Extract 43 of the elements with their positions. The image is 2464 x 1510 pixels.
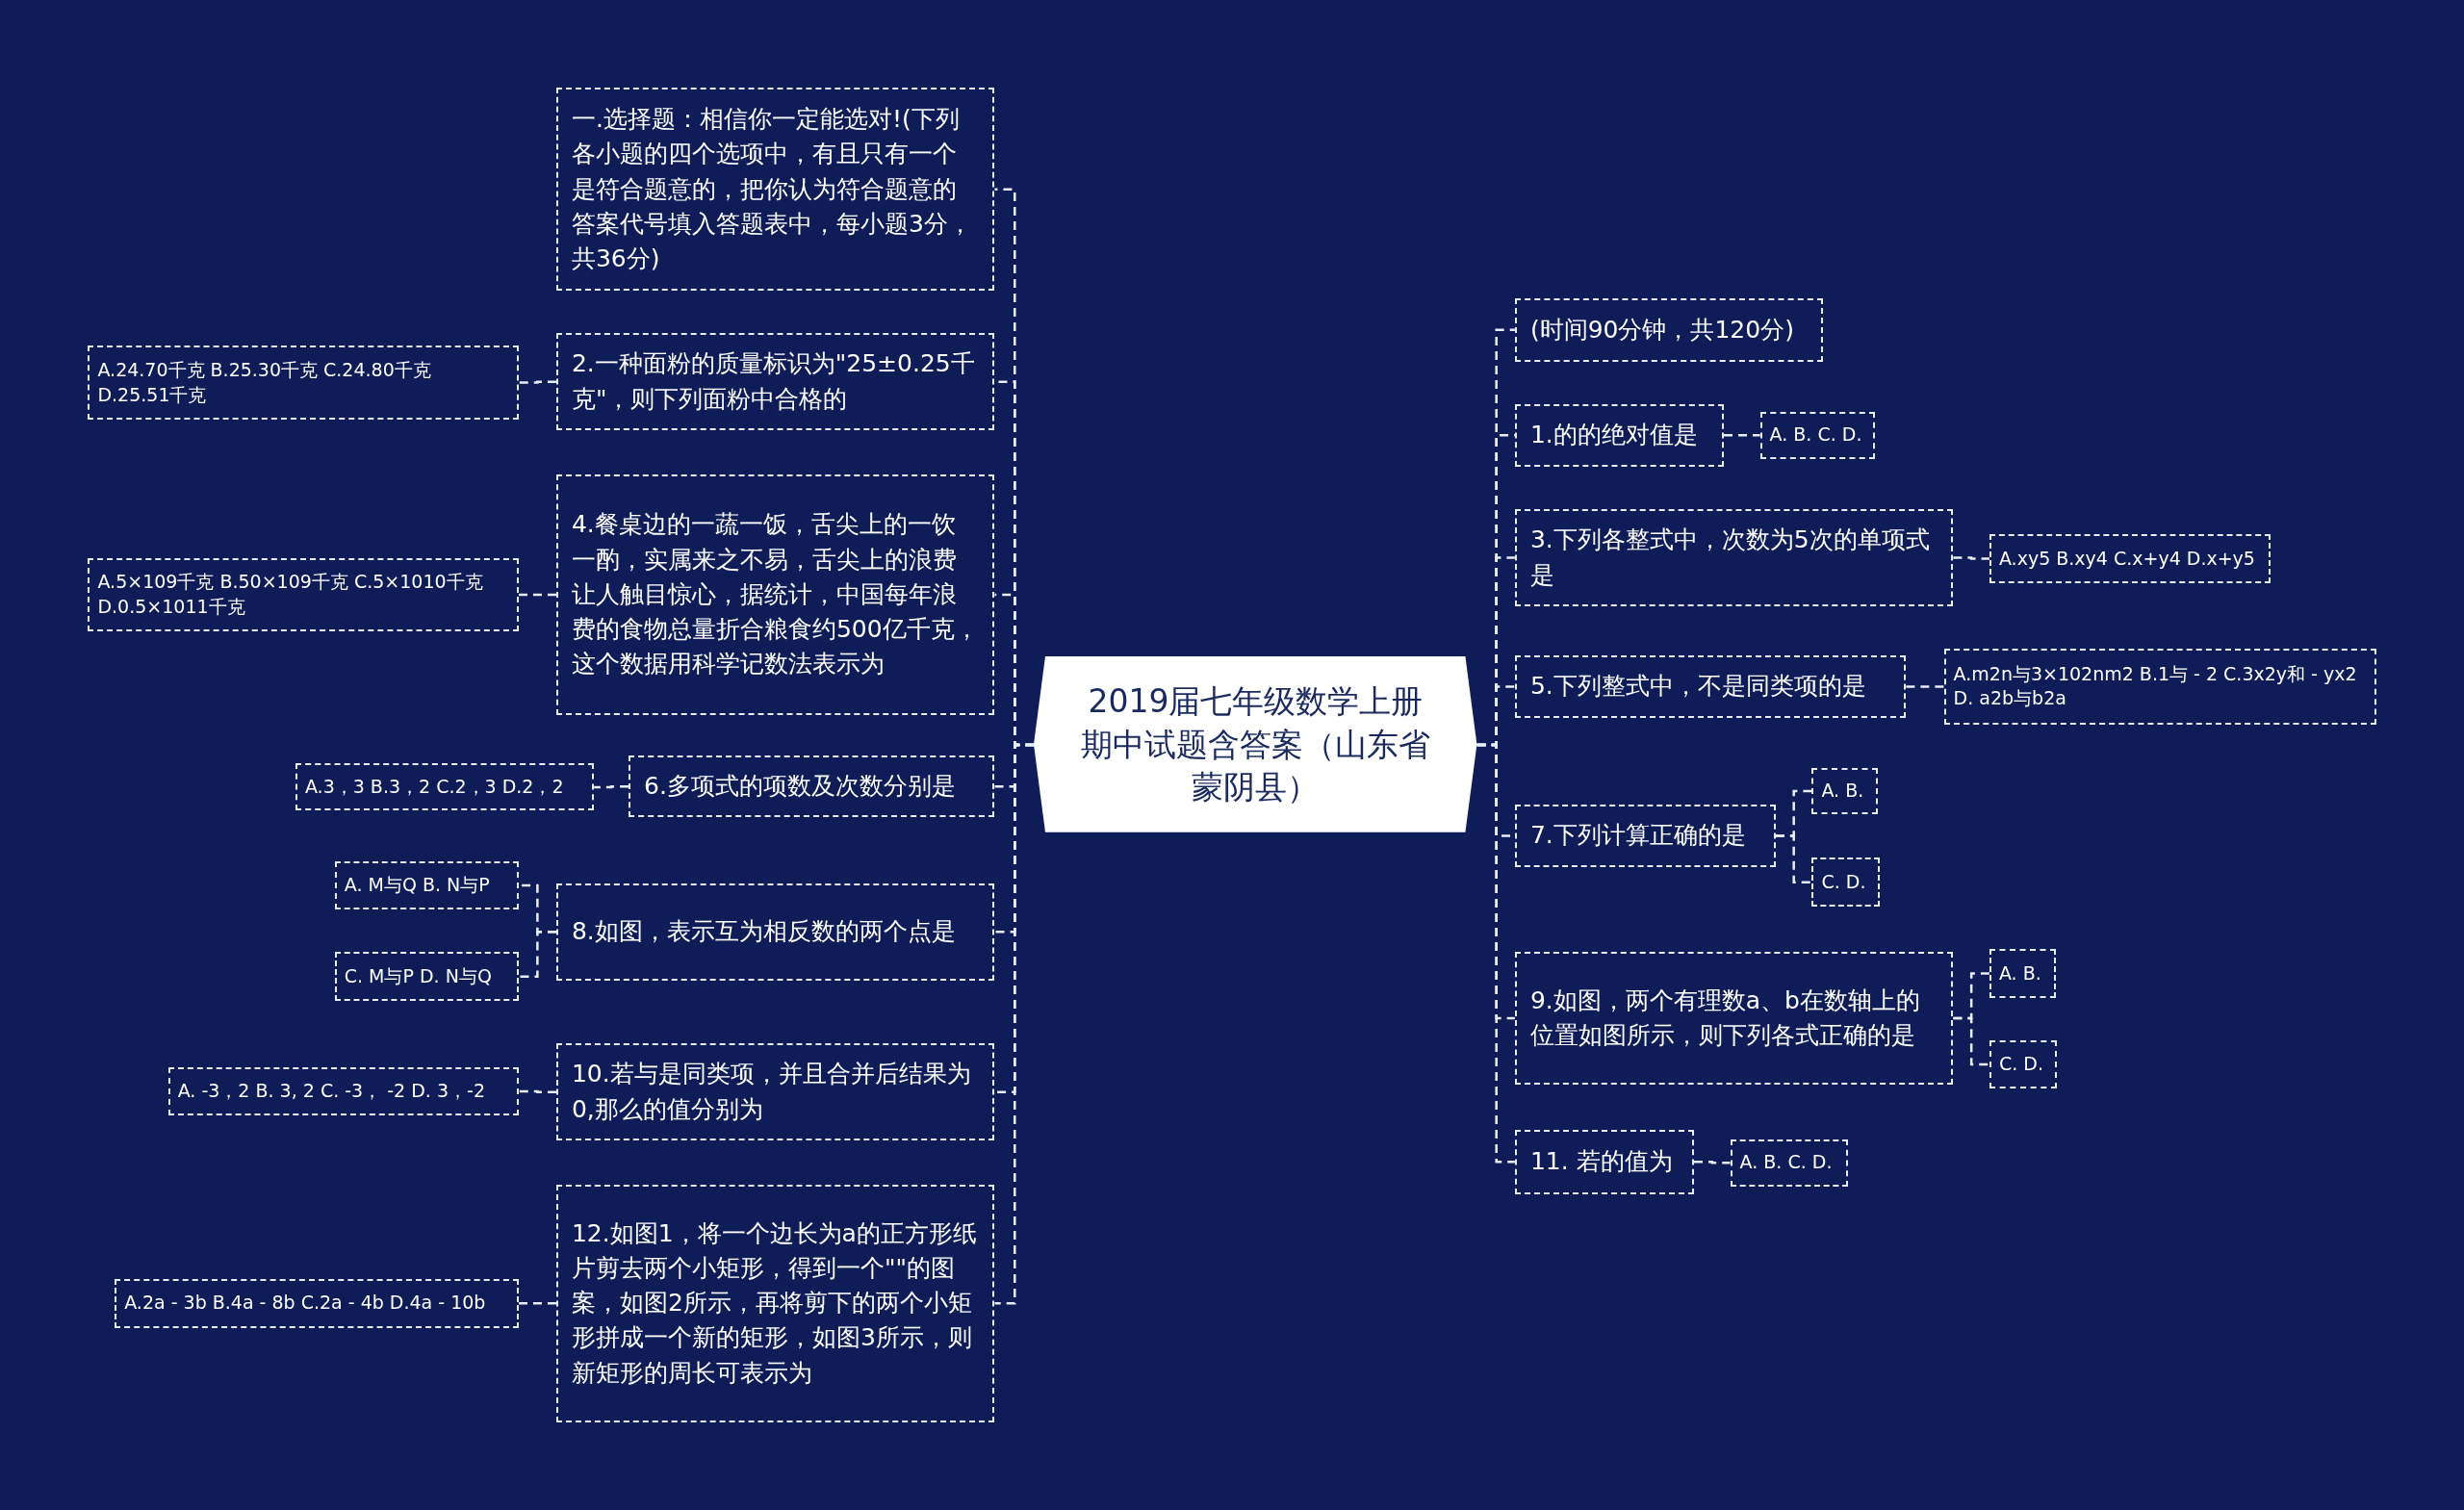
question-box: (时间90分钟，共120分) bbox=[1514, 298, 1823, 362]
connector-line bbox=[594, 784, 629, 789]
connector-line bbox=[518, 1302, 556, 1305]
answer-box: A. B. C. D. bbox=[1759, 411, 1875, 459]
answer-box: A. M与Q B. N与P bbox=[334, 860, 519, 910]
question-box: 9.如图，两个有理数a、b在数轴上的位置如图所示，则下列各式正确的是 bbox=[1514, 952, 1954, 1085]
connector-line bbox=[518, 1089, 556, 1093]
connector-line bbox=[1476, 743, 1515, 1164]
answer-box: A.xy5 B.xy4 C.x+y4 D.x+y5 bbox=[1989, 534, 2272, 583]
question-box: 3.下列各整式中，次数为5次的单项式是 bbox=[1514, 508, 1954, 607]
question-box: 一.选择题：相信你一定能选对!(下列各小题的四个选项中，有且只有一个是符合题意的，把你认为符合题意的答案代号填入答题表中，每小题3分，共36分) bbox=[555, 88, 995, 292]
question-box: 8.如图，表示互为相反数的两个点是 bbox=[555, 883, 995, 981]
answer-box: A.m2n与3×102nm2 B.1与 - 2 C.3x2y和 - yx2 D. a2b与b2a bbox=[1943, 649, 2376, 725]
connector-line bbox=[1724, 434, 1760, 437]
answer-box: A.2a - 3b B.4a - 8b C.2a - 4b D.4a - 10b bbox=[115, 1278, 519, 1328]
connector-line bbox=[1775, 834, 1812, 883]
connector-line bbox=[1953, 556, 1989, 560]
question-box: 10.若与是同类项，并且合并后结果为0,那么的值分别为 bbox=[555, 1043, 995, 1141]
answer-box: C. D. bbox=[1989, 1039, 2058, 1089]
answer-box: C. M与P D. N与Q bbox=[334, 952, 519, 1001]
question-box: 7.下列计算正确的是 bbox=[1514, 804, 1776, 868]
answer-box: C. D. bbox=[1811, 857, 1880, 908]
question-box: 5.下列整式中，不是同类项的是 bbox=[1514, 654, 1907, 719]
question-box: 12.如图1，将一个边长为a的正方形纸片剪去两个小矩形，得到一个""的图案，如图2所示，再将剪下的两个小矩形拼成一个新的矩形，如图3所示，则新矩形的周长可表示为 bbox=[555, 1185, 995, 1422]
question-box: 1.的的绝对值是 bbox=[1514, 403, 1724, 467]
connector-line bbox=[518, 593, 556, 597]
answer-box: A. -3，2 B. 3, 2 C. -3， -2 D. 3，-2 bbox=[167, 1066, 519, 1116]
question-box: 11. 若的值为 bbox=[1514, 1129, 1694, 1194]
answer-box: A. B. bbox=[1811, 768, 1878, 814]
answer-box: A.24.70千克 B.25.30千克 C.24.80千克 D.25.51千克 bbox=[88, 346, 519, 420]
connector-line bbox=[1953, 1016, 1989, 1066]
connector-line bbox=[518, 380, 556, 384]
question-box: 2.一种面粉的质量标识为"25±0.25千克"，则下列面粉中合格的 bbox=[555, 333, 995, 431]
answer-box: A.5×109千克 B.50×109千克 C.5×1010千克 D.0.5×1011千克 bbox=[88, 557, 519, 632]
connector-line bbox=[994, 743, 1035, 1305]
answer-box: A.3，3 B.3，2 C.2，3 D.2，2 bbox=[295, 763, 595, 811]
question-box: 6.多项式的项数及次数分别是 bbox=[629, 755, 995, 817]
connector-line bbox=[1906, 685, 1944, 688]
connector-line bbox=[518, 930, 556, 978]
answer-box: A. B. bbox=[1989, 949, 2056, 998]
question-box: 4.餐桌边的一蔬一饭，舌尖上的一饮一酌，实属来之不易，舌尖上的浪费让人触目惊心，据统计，中国每年浪费的食物总量折合粮食约500亿千克，这个数据用科学记数法表示为 bbox=[555, 474, 995, 715]
answer-box: A. B. C. D. bbox=[1730, 1139, 1848, 1187]
connector-line bbox=[1694, 1161, 1731, 1164]
